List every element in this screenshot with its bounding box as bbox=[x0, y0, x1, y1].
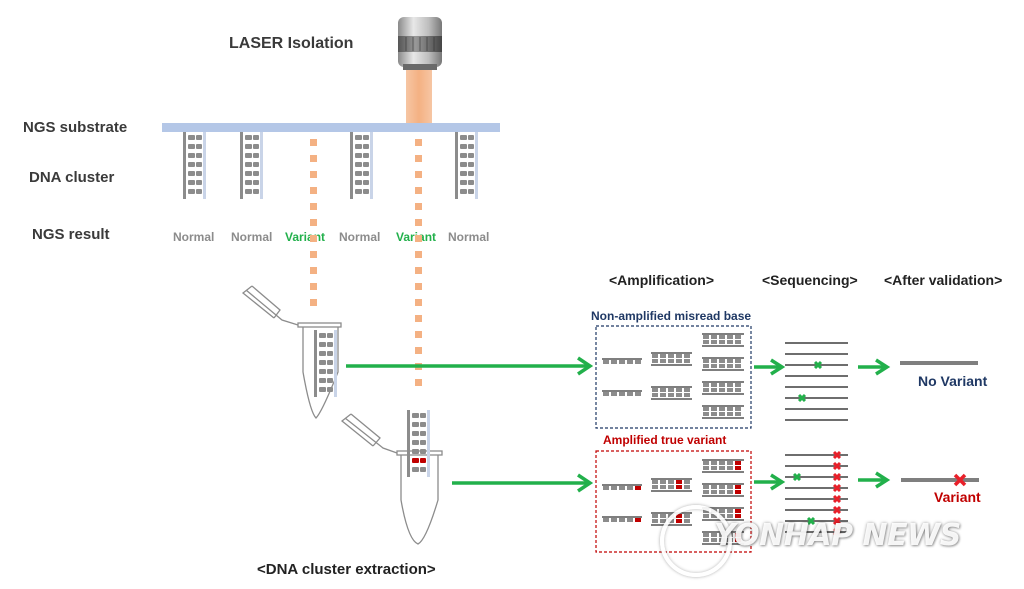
tube-1-icon bbox=[241, 285, 342, 419]
dna-cluster-4 bbox=[350, 132, 373, 199]
ngs-result-6: Normal bbox=[448, 230, 490, 244]
dna-cluster-label: DNA cluster bbox=[29, 169, 115, 186]
extraction-label: <DNA cluster extraction> bbox=[257, 561, 436, 578]
arrow-head-1 bbox=[577, 356, 594, 376]
dna-cluster-1 bbox=[183, 132, 206, 199]
validation-header: <After validation> bbox=[884, 272, 1003, 288]
laser-extraction-path-5 bbox=[415, 139, 422, 386]
yonhap-logo-icon bbox=[660, 505, 732, 577]
arrow-head-2 bbox=[577, 473, 594, 493]
amplified-box bbox=[595, 450, 752, 553]
tube-2-icon bbox=[340, 413, 443, 545]
misread-mark-icon bbox=[813, 360, 823, 370]
laser-objective-icon bbox=[398, 17, 442, 70]
ngs-result-2: Normal bbox=[231, 230, 273, 244]
variant-label: Variant bbox=[934, 489, 981, 505]
laser-extraction-path-3 bbox=[310, 139, 317, 306]
amplified-box-title: Amplified true variant bbox=[603, 433, 727, 447]
misread-mark-icon bbox=[806, 516, 816, 526]
variant-mark-icon bbox=[832, 494, 842, 504]
ngs-result-label: NGS result bbox=[32, 226, 110, 243]
sequencing-header: <Sequencing> bbox=[762, 272, 858, 288]
dna-cluster-2 bbox=[240, 132, 263, 199]
non-amplified-box-title: Non-amplified misread base bbox=[591, 309, 752, 323]
ngs-result-1: Normal bbox=[173, 230, 215, 244]
amplification-header: <Amplification> bbox=[609, 272, 715, 288]
tube-2-dna-cluster bbox=[407, 410, 430, 477]
tube-1-dna-cluster bbox=[314, 330, 337, 397]
no-variant-label: No Variant bbox=[918, 373, 988, 389]
variant-mark-icon bbox=[832, 461, 842, 471]
laser-beam bbox=[406, 70, 432, 124]
variant-mark-icon bbox=[832, 472, 842, 482]
non-amplified-box bbox=[595, 325, 752, 429]
variant-mark-icon bbox=[832, 516, 842, 526]
misread-mark-icon bbox=[797, 393, 807, 403]
watermark-text: YONHAP NEWS bbox=[714, 518, 961, 553]
variant-mark-icon bbox=[953, 473, 967, 487]
misread-mark-icon bbox=[792, 472, 802, 482]
ngs-result-4: Normal bbox=[339, 230, 381, 244]
variant-mark-icon bbox=[832, 450, 842, 460]
variant-mark-icon bbox=[832, 527, 842, 537]
variant-mark-icon bbox=[832, 483, 842, 493]
dna-cluster-6 bbox=[455, 132, 478, 199]
laser-isolation-label: LASER Isolation bbox=[229, 35, 354, 52]
variant-mark-icon bbox=[832, 505, 842, 515]
flow-arrows bbox=[346, 356, 891, 493]
ngs-substrate-label: NGS substrate bbox=[23, 119, 128, 136]
ngs-substrate-bar bbox=[162, 123, 500, 132]
